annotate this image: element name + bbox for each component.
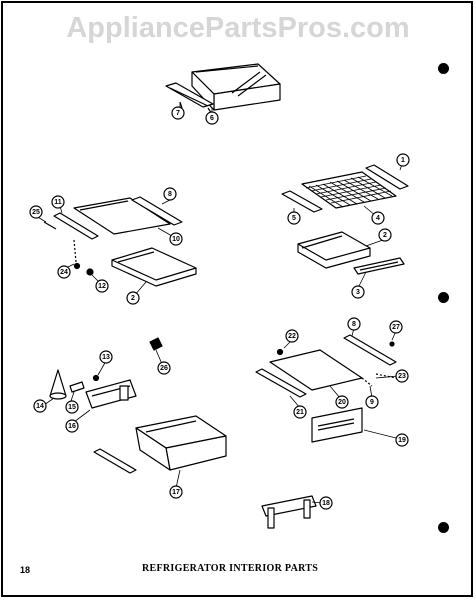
callout-label: 22 [288, 333, 296, 340]
rail-part-7 [165, 82, 214, 108]
callout-label: 8 [352, 321, 356, 328]
callout-circle [371, 211, 385, 225]
callout-circle [365, 395, 379, 409]
callout-label: 6 [210, 115, 214, 122]
cover-bracket-part-18 [261, 495, 317, 529]
callout-label: 13 [102, 354, 110, 361]
shelf-trim-part-8-left [131, 196, 183, 226]
rail-part-9 [361, 373, 397, 387]
callout-label: 16 [68, 423, 76, 430]
clip-part-12 [86, 268, 94, 276]
callout-label: 24 [60, 269, 68, 276]
callout-circle [29, 205, 43, 219]
keeper-drawer-part-17 [135, 415, 227, 471]
cover-rail-part-21 [255, 368, 307, 398]
callout-label: 10 [172, 236, 180, 243]
figure-caption: REFRIGERATOR INTERIOR PARTS [142, 563, 319, 574]
callout-label: 9 [370, 399, 374, 406]
callout-circle [293, 405, 307, 419]
callout-circle [33, 399, 47, 413]
page-number: 18 [20, 565, 31, 575]
callout-label: 23 [398, 373, 406, 380]
callout-label: 8 [168, 191, 172, 198]
binder-hole-top [438, 63, 449, 74]
callout-label: 27 [392, 324, 400, 331]
callout-label: 19 [398, 437, 406, 444]
callout-circle [157, 361, 171, 375]
glass-shelf-part-10 [73, 197, 171, 235]
callout-label: 1 [401, 157, 405, 164]
end-cap-part-25 [43, 221, 57, 230]
callout-label: 17 [172, 489, 180, 496]
callout-circle [126, 291, 140, 305]
screw-part-24 [73, 239, 81, 270]
callout-circle [287, 211, 301, 225]
callout-circle [163, 187, 177, 201]
callout-label: 4 [376, 215, 380, 222]
keeper-rail [93, 448, 137, 474]
callout-circle [347, 317, 361, 331]
callout-circle [335, 395, 349, 409]
callout-circle [65, 419, 79, 433]
callout-circle [378, 228, 392, 242]
front-panel-part-19 [311, 407, 363, 443]
screw-part-22 [276, 348, 284, 356]
shelf-trim-part-8-right [343, 334, 397, 366]
wire-shelf-part-4 [301, 171, 397, 209]
callout-circle [351, 285, 365, 299]
callout-label: 25 [32, 209, 40, 216]
callout-circle [65, 400, 79, 414]
callout-label: 18 [322, 500, 330, 507]
screw-part-13 [92, 374, 100, 382]
callout-label: 26 [160, 365, 168, 372]
shelf-rail-part-11 [53, 212, 99, 240]
callout-circle [95, 279, 109, 293]
callout-circle [51, 195, 65, 209]
shelf-frame-part-2-right [297, 231, 371, 269]
screw-part-27 [389, 341, 395, 347]
clip-part-26 [149, 337, 163, 351]
shelf-rail-part-5 [281, 190, 323, 213]
callout-label: 11 [54, 199, 62, 206]
callout-circle [396, 153, 410, 167]
binder-hole-bottom [438, 522, 449, 533]
callout-label: 21 [296, 409, 304, 416]
drawer-top-part-6 [191, 63, 281, 111]
callout-label: 7 [176, 110, 180, 117]
callout-label: 2 [383, 232, 387, 239]
callout-label: 14 [36, 403, 44, 410]
callout-circle [99, 350, 113, 364]
callout-label: 3 [356, 289, 360, 296]
callout-circle [319, 496, 333, 510]
callout-circle [395, 369, 409, 383]
callout-circle [389, 320, 403, 334]
watermark: AppliancePartsPros.com [66, 12, 410, 44]
callout-circle [171, 106, 185, 120]
callout-label: 20 [338, 399, 346, 406]
callout-circle [205, 111, 219, 125]
callout-circle [57, 265, 71, 279]
shelf-frame-part-2-left [111, 247, 197, 287]
shelf-rail-part-1 [365, 164, 409, 190]
callout-circle [169, 485, 183, 499]
shelf-support-part-3 [353, 257, 405, 275]
callout-label: 2 [131, 295, 135, 302]
callout-label: 12 [98, 283, 106, 290]
callout-label: 15 [68, 404, 76, 411]
binder-hole-middle [438, 292, 449, 303]
thermostat-knob-part-14 [49, 369, 67, 400]
callout-label: 5 [292, 215, 296, 222]
cover-bracket-part-16 [85, 379, 137, 409]
callout-circle [285, 329, 299, 343]
callout-circle [395, 433, 409, 447]
callout-circle [169, 232, 183, 246]
bracket-part-15 [69, 381, 85, 393]
